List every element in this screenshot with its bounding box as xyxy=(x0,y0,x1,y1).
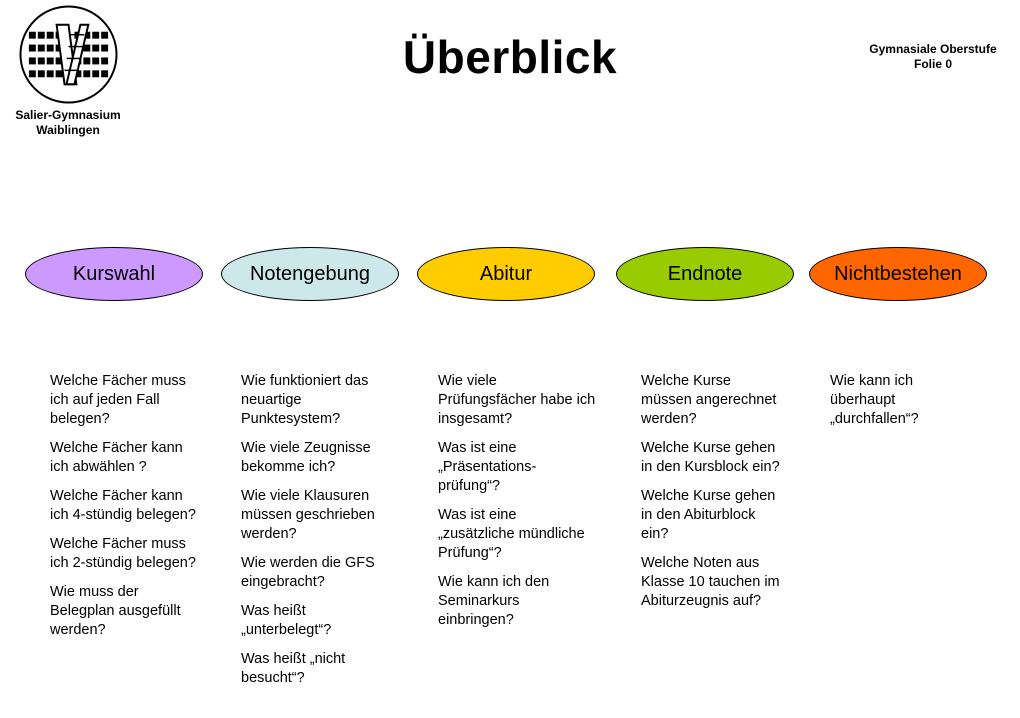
page-title: Überblick xyxy=(402,31,618,83)
school-name-line2: Waiblingen xyxy=(36,123,100,137)
topic-notengebung[interactable]: Notengebung xyxy=(221,247,399,301)
questions-kurswahl: Welche Fächer muss ich auf jeden Fall be… xyxy=(50,372,200,650)
question-item: Wie werden die GFS eingebracht? xyxy=(241,555,375,590)
school-name: Salier-Gymnasium Waiblingen xyxy=(0,108,136,138)
slide-info: Gymnasiale Oberstufe Folie 0 xyxy=(858,42,1008,72)
topic-nichtbestehen[interactable]: Nichtbestehen xyxy=(809,247,987,301)
questions-notengebung: Wie funktioniert das neuartige Punktesys… xyxy=(241,372,393,698)
question-item: Wie viele Klausuren müssen geschrieben w… xyxy=(241,488,375,542)
question-item: Welche Fächer kann ich 4-stündig belegen… xyxy=(50,488,196,523)
question-item: Wie viele Zeugnisse bekomme ich? xyxy=(241,440,371,475)
school-logo xyxy=(19,5,118,104)
question-item: Welche Fächer muss ich auf jeden Fall be… xyxy=(50,373,186,427)
topic-abitur[interactable]: Abitur xyxy=(417,247,595,301)
question-item: Welche Kurse gehen in den Kursblock ein? xyxy=(641,440,780,475)
question-item: Was heißt „nicht besucht“? xyxy=(241,651,346,686)
question-item: Wie viele Prüfungsfächer habe ich insges… xyxy=(438,373,596,427)
question-item: Wie kann ich überhaupt „durchfallen“? xyxy=(830,373,919,427)
school-name-line1: Salier-Gymnasium xyxy=(15,108,121,122)
question-item: Welche Fächer muss ich 2-stündig belegen… xyxy=(50,536,196,571)
question-item: Welche Kurse müssen angerechnet werden? xyxy=(641,373,777,427)
question-item: Wie muss der Belegplan ausgefüllt werden… xyxy=(50,584,181,638)
questions-nichtbestehen: Wie kann ich überhaupt „durchfallen“? xyxy=(830,372,960,439)
question-item: Welche Fächer kann ich abwählen ? xyxy=(50,440,183,475)
question-item: Wie funktioniert das neuartige Punktesys… xyxy=(241,373,369,427)
topic-endnote-label: Endnote xyxy=(667,262,743,285)
question-item: Was ist eine „zusätzliche mündliche Prüf… xyxy=(438,507,585,561)
course-level: Gymnasiale Oberstufe xyxy=(869,42,997,56)
slide-number: Folie 0 xyxy=(913,57,952,71)
question-item: Was heißt „unterbelegt“? xyxy=(241,603,332,638)
questions-endnote: Welche Kurse müssen angerechnet werden? … xyxy=(641,372,781,621)
questions-abitur: Wie viele Prüfungsfächer habe ich insges… xyxy=(438,372,596,640)
question-item: Welche Noten aus Klasse 10 tauchen im Ab… xyxy=(641,555,780,609)
topic-kurswahl[interactable]: Kurswahl xyxy=(25,247,203,301)
question-item: Welche Kurse gehen in den Abiturblock ei… xyxy=(641,488,776,542)
question-item: Wie kann ich den Seminarkurs einbringen? xyxy=(438,574,550,628)
topic-endnote[interactable]: Endnote xyxy=(616,247,794,301)
topic-kurswahl-label: Kurswahl xyxy=(72,262,156,285)
question-item: Was ist eine „Präsentations-prüfung“? xyxy=(438,440,537,494)
topic-notengebung-label: Notengebung xyxy=(249,262,371,285)
topic-nichtbestehen-label: Nichtbestehen xyxy=(834,262,962,285)
topic-abitur-label: Abitur xyxy=(479,262,533,285)
